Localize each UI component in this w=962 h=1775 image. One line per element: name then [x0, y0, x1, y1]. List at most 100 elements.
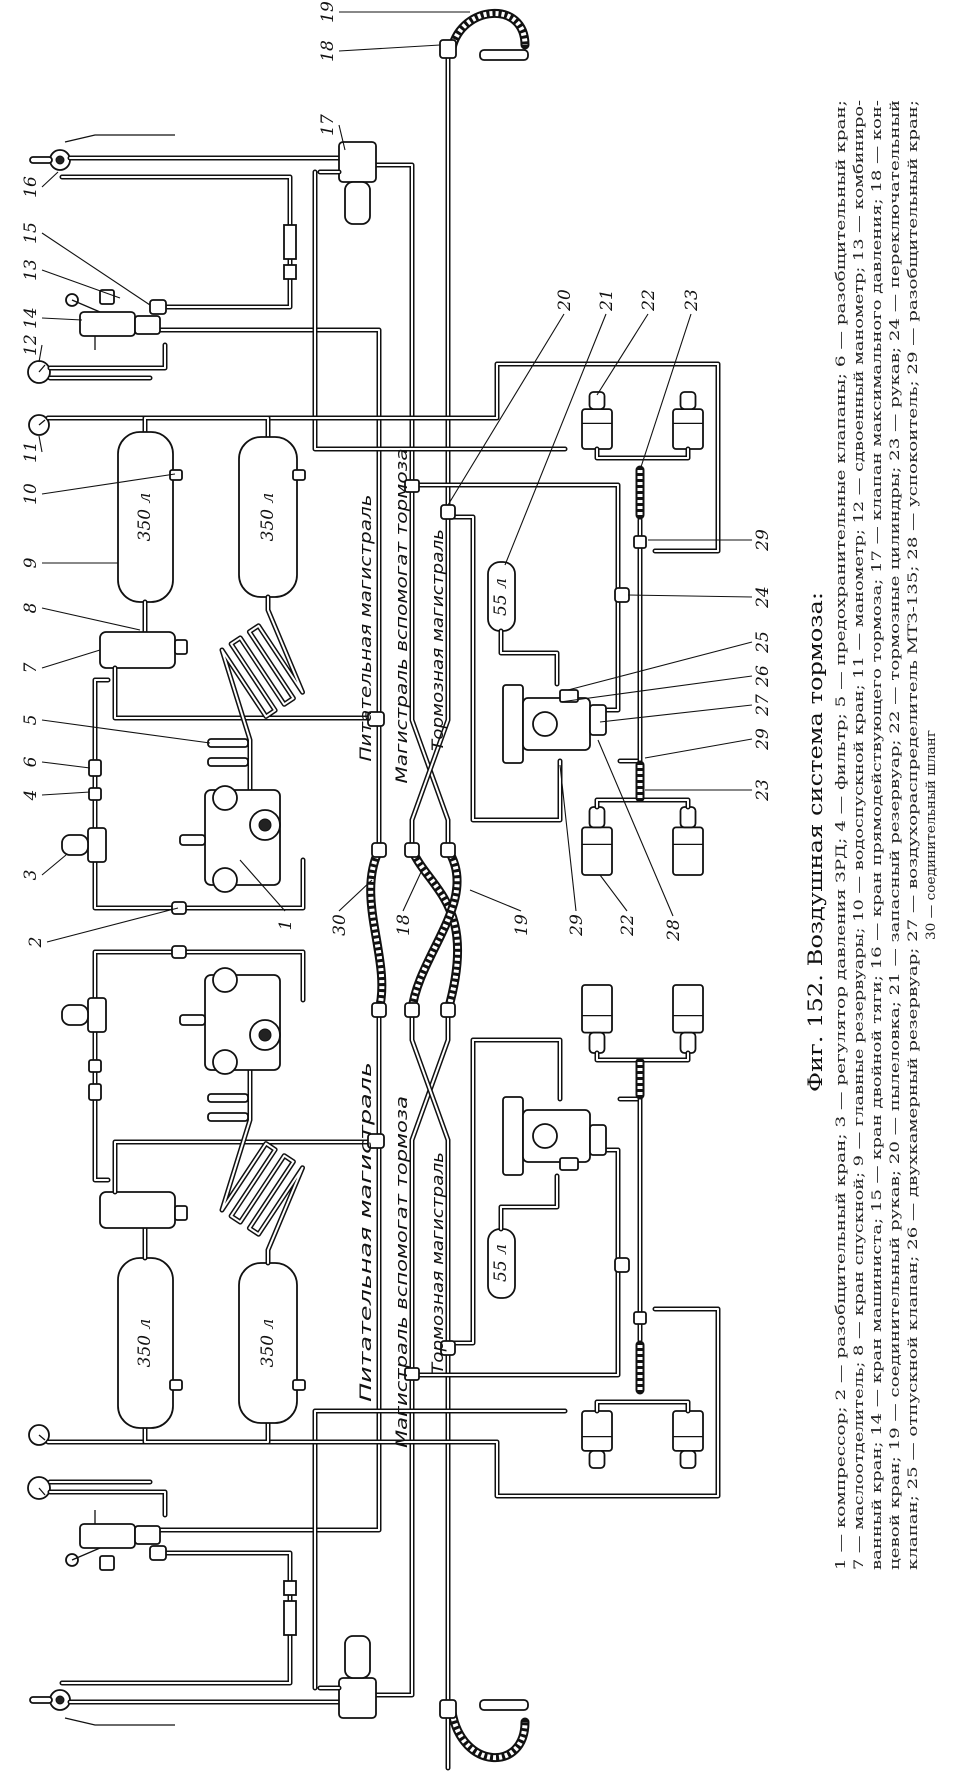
- brake-cylinder-cap: [588, 1450, 606, 1469]
- brake-main-line-bore: [411, 1009, 449, 1769]
- end-cock: [404, 1002, 420, 1018]
- callout-label: 13: [21, 259, 41, 281]
- pipe-brake-line-to-distributor-bore: [447, 1039, 561, 1344]
- legend-line: 7 — маслоотделитель; 8 — кран спускной; …: [852, 100, 867, 1570]
- brake-cylinder: [581, 984, 613, 1034]
- brake-cylinder: [672, 408, 704, 450]
- end-cock: [439, 1699, 457, 1719]
- pipe-fitting: [283, 1600, 297, 1636]
- line-fitting: [367, 711, 385, 727]
- callout-label: 2: [26, 937, 46, 949]
- leader-line: [41, 473, 176, 495]
- callout-label: 4: [21, 790, 41, 802]
- callout-label: 26: [753, 665, 773, 688]
- legend-line: 1 — компрессор; 2 — разобщительный кран;…: [834, 100, 849, 1570]
- feed-main-line-bore: [149, 1009, 380, 1531]
- isolating-cock: [171, 945, 187, 959]
- drain-cock: [292, 469, 306, 481]
- callout-label: 8: [21, 602, 41, 613]
- callout-label: 18: [394, 914, 414, 936]
- callout-label: 12: [21, 334, 41, 356]
- end-cock: [440, 842, 456, 858]
- compressor-cylinder: [212, 867, 238, 893]
- handle-lever: [71, 1547, 101, 1561]
- leader-line: [338, 879, 373, 912]
- gauge-needle: [38, 364, 46, 373]
- air-filter-fitting: [88, 1059, 102, 1073]
- callout-label: 5: [21, 715, 41, 726]
- callout-label: 22: [618, 914, 638, 937]
- callout-label: 21: [597, 289, 617, 312]
- pipe-fitting: [283, 264, 297, 280]
- callout-label: 23: [753, 779, 773, 802]
- leader-line: [41, 719, 211, 744]
- pipe-fitting: [283, 1580, 297, 1596]
- brake-cylinder-cap: [588, 391, 606, 411]
- callout-label: 23: [682, 289, 702, 312]
- valve-part: [99, 1555, 115, 1571]
- drain-cock: [292, 1379, 306, 1391]
- leader-line: [597, 739, 674, 917]
- hose-coupling-head: [479, 49, 529, 61]
- callout-label: 29: [567, 914, 587, 937]
- combined-valve: [134, 1525, 161, 1545]
- callout-label: 16: [21, 176, 41, 198]
- leader-line: [38, 435, 43, 453]
- safety-valve: [207, 1093, 249, 1103]
- callout-label: 24: [753, 586, 773, 609]
- handle-lever: [71, 299, 101, 313]
- brake-cylinder: [672, 984, 704, 1034]
- pipe-separator-to-feed-line-bore: [114, 1141, 380, 1193]
- auxiliary-brake-line-bore: [375, 164, 449, 851]
- brake-cylinder: [672, 1410, 704, 1452]
- leader-line: [46, 907, 179, 943]
- pressure-regulator-head: [61, 1004, 89, 1026]
- leader-line: [41, 171, 59, 188]
- compressor-cylinder: [212, 967, 238, 993]
- callout-label: 20: [555, 289, 575, 312]
- switch-valve: [614, 587, 630, 603]
- leader-line: [41, 649, 101, 669]
- valve-part: [99, 289, 115, 305]
- gauge-needle: [38, 419, 46, 426]
- compressor-cylinder: [212, 1049, 238, 1075]
- reservoir-connecting-pipe: [142, 415, 271, 440]
- end-cock: [440, 1002, 456, 1018]
- leader-line: [41, 232, 151, 306]
- auxiliary-brake-line-bore: [375, 1009, 449, 1696]
- callout-label: 6: [21, 756, 41, 767]
- leader-line: [559, 764, 577, 912]
- callout-label: 7: [21, 662, 41, 673]
- callout-label: 17: [318, 114, 338, 136]
- cylinder-manifold: [594, 446, 691, 461]
- callout-label: 25: [753, 631, 773, 654]
- legend-line: цевой кран; 19 — соединительный рукав; 2…: [888, 100, 903, 1570]
- compressor-intake: [179, 834, 206, 846]
- valve-rod: [64, 134, 175, 143]
- leader-line: [639, 313, 692, 471]
- valve-rod: [64, 1717, 175, 1726]
- callout-label: 9: [21, 557, 41, 568]
- line-label-feed: Питательная магистраль: [356, 1062, 375, 1402]
- pipe-valve16-to-crane15: [59, 174, 293, 310]
- leader-line: [596, 313, 649, 396]
- connecting-hose-aux-ribs: [409, 848, 461, 1011]
- pressure-regulator: [87, 827, 107, 863]
- leader-line: [41, 269, 121, 299]
- valve-handle: [29, 156, 53, 164]
- end-connecting-hose-ribs: [449, 10, 528, 49]
- drain-cock: [169, 1379, 183, 1391]
- release-valve: [589, 704, 607, 736]
- reservoir-volume-label: 350 л: [258, 493, 278, 542]
- isolating-cock-fitting: [88, 759, 102, 777]
- combined-valve: [134, 315, 161, 335]
- end-cock: [404, 842, 420, 858]
- callout-label: 19: [318, 1, 338, 23]
- two-chamber-reservoir: [532, 711, 558, 737]
- oil-separator: [99, 1191, 176, 1229]
- compressor-intake: [179, 1014, 206, 1026]
- isolating-cock: [633, 535, 647, 549]
- leader-line: [41, 854, 67, 876]
- brake-cylinder-cap: [679, 1450, 697, 1469]
